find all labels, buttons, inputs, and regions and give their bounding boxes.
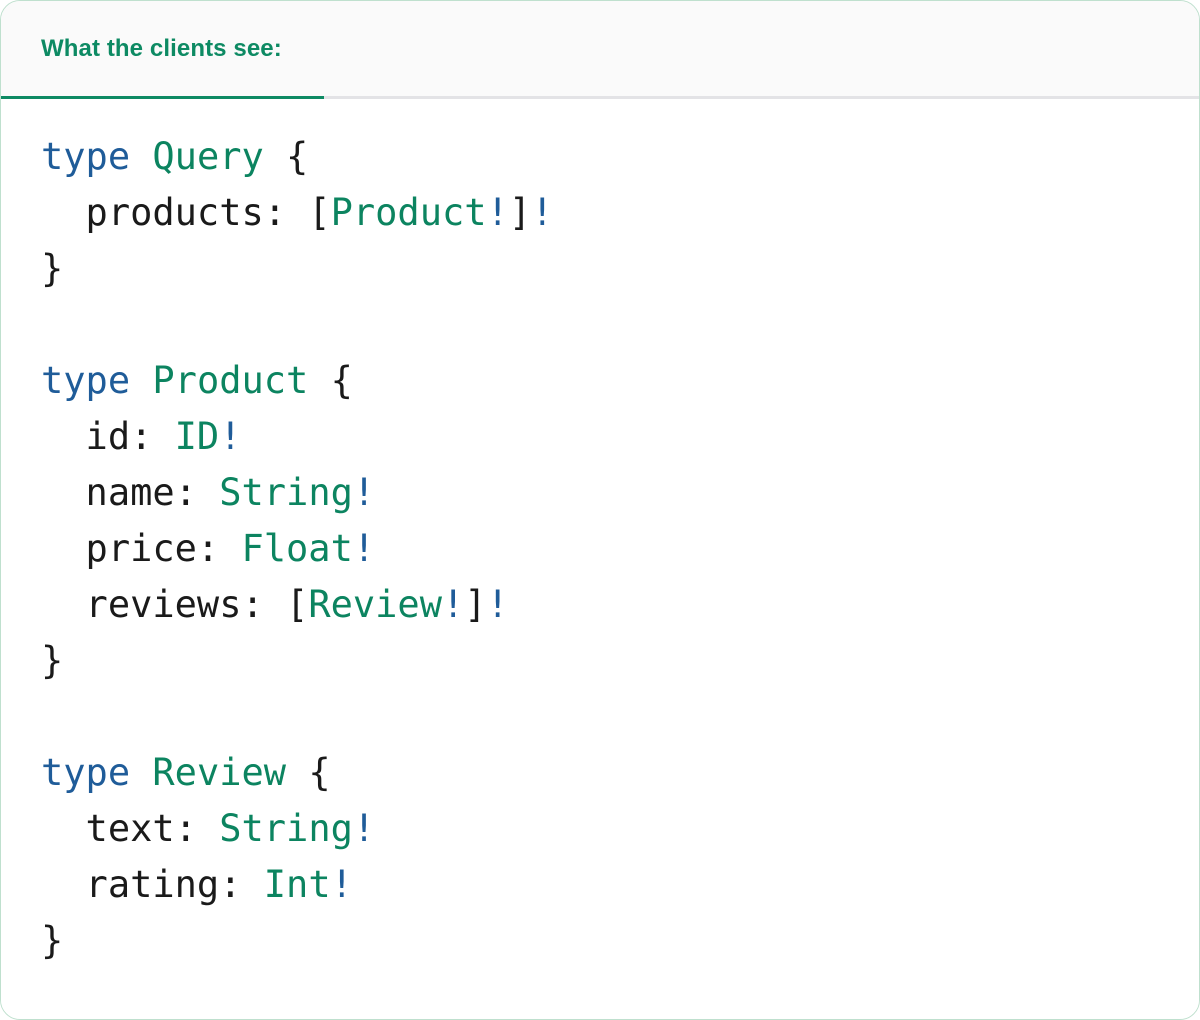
code-line: type Product { bbox=[41, 353, 1159, 409]
code-line: name: String! bbox=[41, 465, 1159, 521]
code-token-plain: rating: bbox=[41, 863, 264, 906]
code-token-type: String bbox=[219, 471, 353, 514]
code-token-plain: } bbox=[41, 247, 64, 290]
code-line: reviews: [Review!]! bbox=[41, 577, 1159, 633]
code-token-bang: ! bbox=[352, 471, 376, 514]
code-token-plain: reviews: [ bbox=[41, 583, 309, 626]
code-line: type Review { bbox=[41, 745, 1159, 801]
code-token-kw: type bbox=[41, 359, 131, 402]
code-token-plain bbox=[130, 135, 152, 178]
code-line: text: String! bbox=[41, 801, 1159, 857]
code-token-plain: name: bbox=[41, 471, 220, 514]
code-token-bang: ! bbox=[219, 415, 242, 458]
code-area: type Query { products: [Product!]!}​type… bbox=[1, 99, 1199, 1018]
code-token-bang: ! bbox=[352, 527, 376, 570]
graphql-schema-code: type Query { products: [Product!]!}​type… bbox=[1, 129, 1199, 969]
code-line: rating: Int! bbox=[41, 857, 1159, 913]
code-token-type: ID bbox=[174, 415, 220, 458]
code-token-plain: ] bbox=[464, 583, 487, 626]
code-line: } bbox=[41, 913, 1159, 969]
code-line: type Query { bbox=[41, 129, 1159, 185]
code-token-bang: ! bbox=[486, 191, 509, 234]
code-token-kw: type bbox=[41, 751, 131, 794]
code-token-plain: } bbox=[41, 919, 64, 962]
code-line: ​ bbox=[41, 689, 1159, 745]
code-line: price: Float! bbox=[41, 521, 1159, 577]
code-token-plain: price: bbox=[41, 527, 242, 570]
code-token-plain: text: bbox=[41, 807, 220, 850]
code-token-type: Int bbox=[263, 863, 331, 906]
code-token-bang: ! bbox=[330, 863, 353, 906]
tab-what-the-clients-see[interactable]: What the clients see: bbox=[1, 1, 324, 99]
code-token-type: String bbox=[219, 807, 353, 850]
tab-label: What the clients see: bbox=[41, 34, 282, 62]
code-line: products: [Product!]! bbox=[41, 185, 1159, 241]
code-token-plain: { bbox=[286, 751, 331, 794]
code-token-plain: } bbox=[41, 639, 64, 682]
code-line: ​ bbox=[41, 297, 1159, 353]
code-line: id: ID! bbox=[41, 409, 1159, 465]
code-token-plain: { bbox=[263, 135, 309, 178]
code-line: } bbox=[41, 633, 1159, 689]
code-token-plain: id: bbox=[41, 415, 175, 458]
code-token-kw: type bbox=[41, 135, 131, 178]
code-token-bang: ! bbox=[486, 583, 509, 626]
code-line: } bbox=[41, 241, 1159, 297]
code-token-bang: ! bbox=[352, 807, 376, 850]
code-token-plain: { bbox=[308, 359, 353, 402]
code-token-type: Review bbox=[308, 583, 442, 626]
code-token-plain: products: [ bbox=[41, 191, 331, 234]
code-token-bang: ! bbox=[441, 583, 465, 626]
code-token-plain bbox=[130, 751, 152, 794]
code-token-bang: ! bbox=[531, 191, 554, 234]
tab-strip: What the clients see: bbox=[1, 1, 1199, 99]
code-token-type: Product bbox=[330, 191, 487, 234]
code-token-plain: ] bbox=[508, 191, 532, 234]
code-token-type: Float bbox=[241, 527, 353, 570]
code-token-plain bbox=[130, 359, 152, 402]
code-token-type: Query bbox=[152, 135, 264, 178]
code-token-type: Review bbox=[152, 751, 287, 794]
code-token-type: Product bbox=[152, 359, 309, 402]
